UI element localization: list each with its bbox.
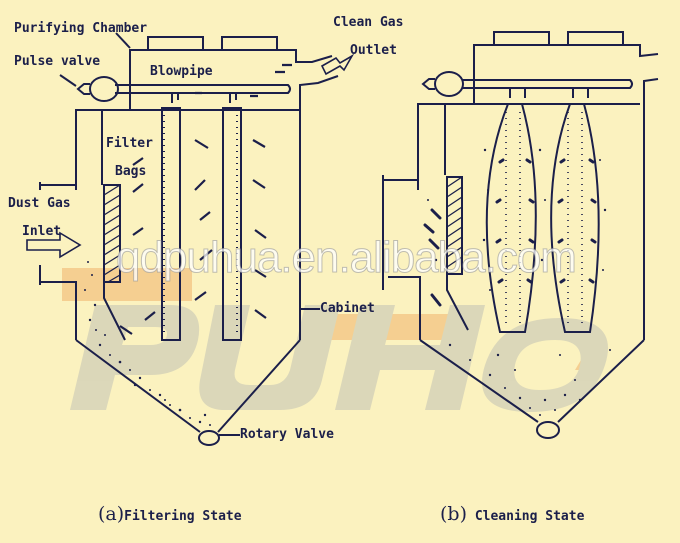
label-pulse-valve: Pulse valve — [14, 54, 101, 69]
blowpipe — [115, 84, 291, 94]
bag-cage-dots — [163, 115, 238, 335]
pulse-valve-nozzle-b — [421, 78, 435, 90]
caption-title-b: Cleaning State — [474, 509, 585, 524]
label-cabinet: Cabinet — [320, 301, 375, 316]
label-clean-gas: Clean Gas — [333, 15, 404, 30]
pulse-valve-b — [434, 71, 464, 97]
logo-letter-p — [70, 305, 200, 410]
label-purifying-chamber: Purifying Chamber — [14, 21, 148, 36]
caption-title-a: Filtering State — [124, 509, 242, 524]
pulse-valve-body — [89, 76, 119, 102]
blowpipe-nozzles-b — [509, 88, 589, 98]
purifying-chamber-outline — [129, 49, 312, 110]
bag-cage-dots-b — [505, 112, 583, 325]
puho-logo-watermark — [62, 268, 608, 412]
label-rotary-valve: Rotary Valve — [240, 427, 334, 442]
logo-letter-h — [335, 305, 485, 410]
inlet-pipe-bottom — [40, 281, 77, 340]
baffle-skirt-b — [446, 274, 469, 331]
label-outlet: Outlet — [350, 43, 397, 58]
baffle-skirt — [103, 282, 126, 341]
baffle-hatching-b — [446, 176, 463, 268]
label-blowpipe: Blowpipe — [150, 64, 213, 79]
blowpipe-nozzles — [171, 93, 237, 103]
cabinet-wall-right-b — [643, 78, 659, 340]
outlet-arrow — [320, 53, 355, 76]
pulse-valve-nozzle — [76, 83, 90, 95]
chamber-hatch-b1 — [493, 31, 550, 46]
airflow-arrows-a — [119, 63, 292, 335]
filtering-state-diagram — [26, 32, 355, 446]
caption-marker-b: (b) — [440, 503, 467, 525]
rotary-valve-b — [536, 421, 560, 439]
blowpipe-b — [462, 79, 633, 89]
outlet-duct-top — [296, 55, 333, 63]
outlet-duct-bottom — [299, 75, 339, 110]
dust-particles-b — [427, 148, 611, 416]
baffle-plate — [103, 184, 121, 283]
baffle-plate-b — [446, 176, 463, 275]
logo-orange-bar-1 — [62, 268, 192, 301]
hopper-b — [419, 339, 645, 423]
inflated-bag-1 — [485, 103, 537, 333]
label-inlet: Inlet — [22, 224, 62, 239]
caption-filtering-state: (a)Filtering State — [98, 503, 242, 525]
cleaning-state-diagram — [382, 31, 659, 439]
dust-particles-a — [84, 261, 211, 426]
watermark-url: qdpuhua.en.alibaba.com — [116, 233, 578, 283]
inlet-bottom-b — [388, 276, 421, 340]
baffle-hatching — [103, 184, 121, 283]
logo-orange-bar-2 — [328, 314, 456, 340]
purifying-chamber-leader — [115, 32, 131, 49]
chamber-hatch-2 — [221, 36, 278, 51]
rotary-valve — [198, 430, 220, 446]
tube-sheet-b — [417, 103, 640, 190]
purifying-chamber-b — [473, 44, 659, 103]
label-filter: Filter — [106, 136, 153, 151]
inflated-bag-2 — [550, 103, 600, 333]
cabinet-wall-right — [75, 109, 301, 340]
filter-bag-1 — [161, 107, 181, 341]
pulse-arrows-b — [423, 158, 597, 307]
inlet-arrow — [26, 231, 82, 259]
pulse-valve-leader — [59, 74, 77, 87]
filter-bag-2 — [222, 107, 242, 341]
label-dust-gas: Dust Gas — [8, 196, 71, 211]
caption-marker-a: (a) — [98, 503, 125, 525]
label-bags: Bags — [115, 164, 147, 179]
caption-cleaning-state: (b) Cleaning State — [440, 503, 584, 525]
chamber-hatch-b2 — [567, 31, 624, 46]
hopper — [75, 339, 301, 433]
logo-letter-o — [482, 318, 608, 412]
chamber-hatch-1 — [147, 36, 204, 51]
logo-letter-u — [199, 305, 340, 410]
